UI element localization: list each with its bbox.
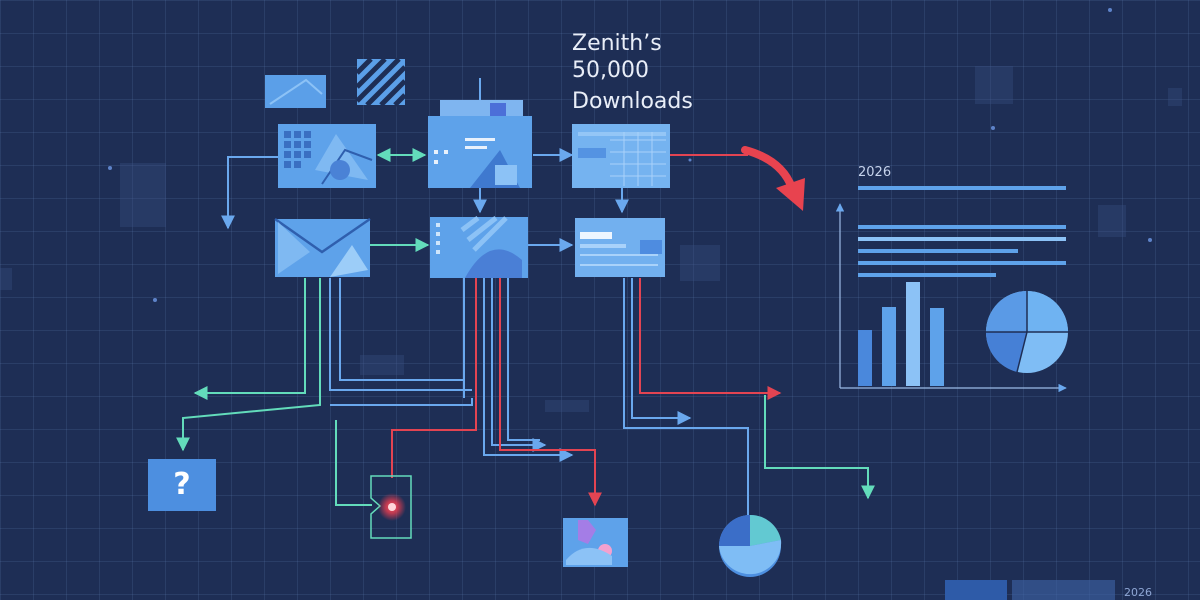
- report-column-4: [930, 308, 944, 386]
- report-bar-6: [858, 273, 996, 277]
- report-year-label: 2026: [858, 165, 892, 180]
- image-tile-node[interactable]: [563, 518, 628, 567]
- red-arrow-icon: [741, 146, 805, 211]
- report-bar-4: [858, 249, 1018, 253]
- process-node-calendar[interactable]: [572, 124, 670, 188]
- report-column-3: [906, 282, 920, 386]
- report-bar-3: [858, 237, 1066, 241]
- report-bar-2: [858, 225, 1066, 229]
- connector-node4-question: [176, 278, 321, 452]
- corner-year-label: 2026: [1124, 586, 1152, 599]
- connector-node6-pie: [623, 278, 749, 515]
- unknown-node[interactable]: ?: [148, 459, 216, 511]
- process-node-form[interactable]: [575, 218, 665, 277]
- connector-to-chip: [330, 398, 473, 406]
- process-node-folder[interactable]: [428, 100, 532, 188]
- chip-node[interactable]: [370, 475, 412, 539]
- report-bar-5: [858, 261, 1066, 265]
- corner-tiles: [945, 580, 1115, 600]
- striped-tile-icon: [355, 57, 407, 107]
- connector-node5-chip: [391, 278, 477, 478]
- connector-node4-left: [193, 278, 306, 400]
- background-decorations: [0, 66, 1182, 412]
- title-line-3: Downloads: [572, 89, 693, 114]
- report-column-2: [882, 307, 896, 386]
- report-bar-1: [858, 186, 1066, 190]
- bottom-pie-chart[interactable]: [719, 514, 782, 577]
- node-dots: [108, 8, 1152, 302]
- connector-to-bottom-right: [764, 395, 875, 500]
- connectors: [176, 78, 875, 515]
- process-node-media[interactable]: [430, 216, 528, 278]
- report-panel: [835, 186, 1068, 393]
- connector-node6-red: [639, 278, 782, 400]
- process-node-dashboard[interactable]: [278, 124, 376, 188]
- report-pie-chart: [985, 291, 1068, 373]
- title-line-1: Zenith’s: [572, 31, 662, 56]
- report-column-1: [858, 330, 872, 386]
- title-line-2: 50,000: [572, 58, 649, 83]
- connector-node5-image: [499, 278, 602, 507]
- connector-node1-left: [221, 156, 278, 230]
- photo-tile-icon: [265, 75, 326, 108]
- process-node-envelope[interactable]: [274, 217, 371, 277]
